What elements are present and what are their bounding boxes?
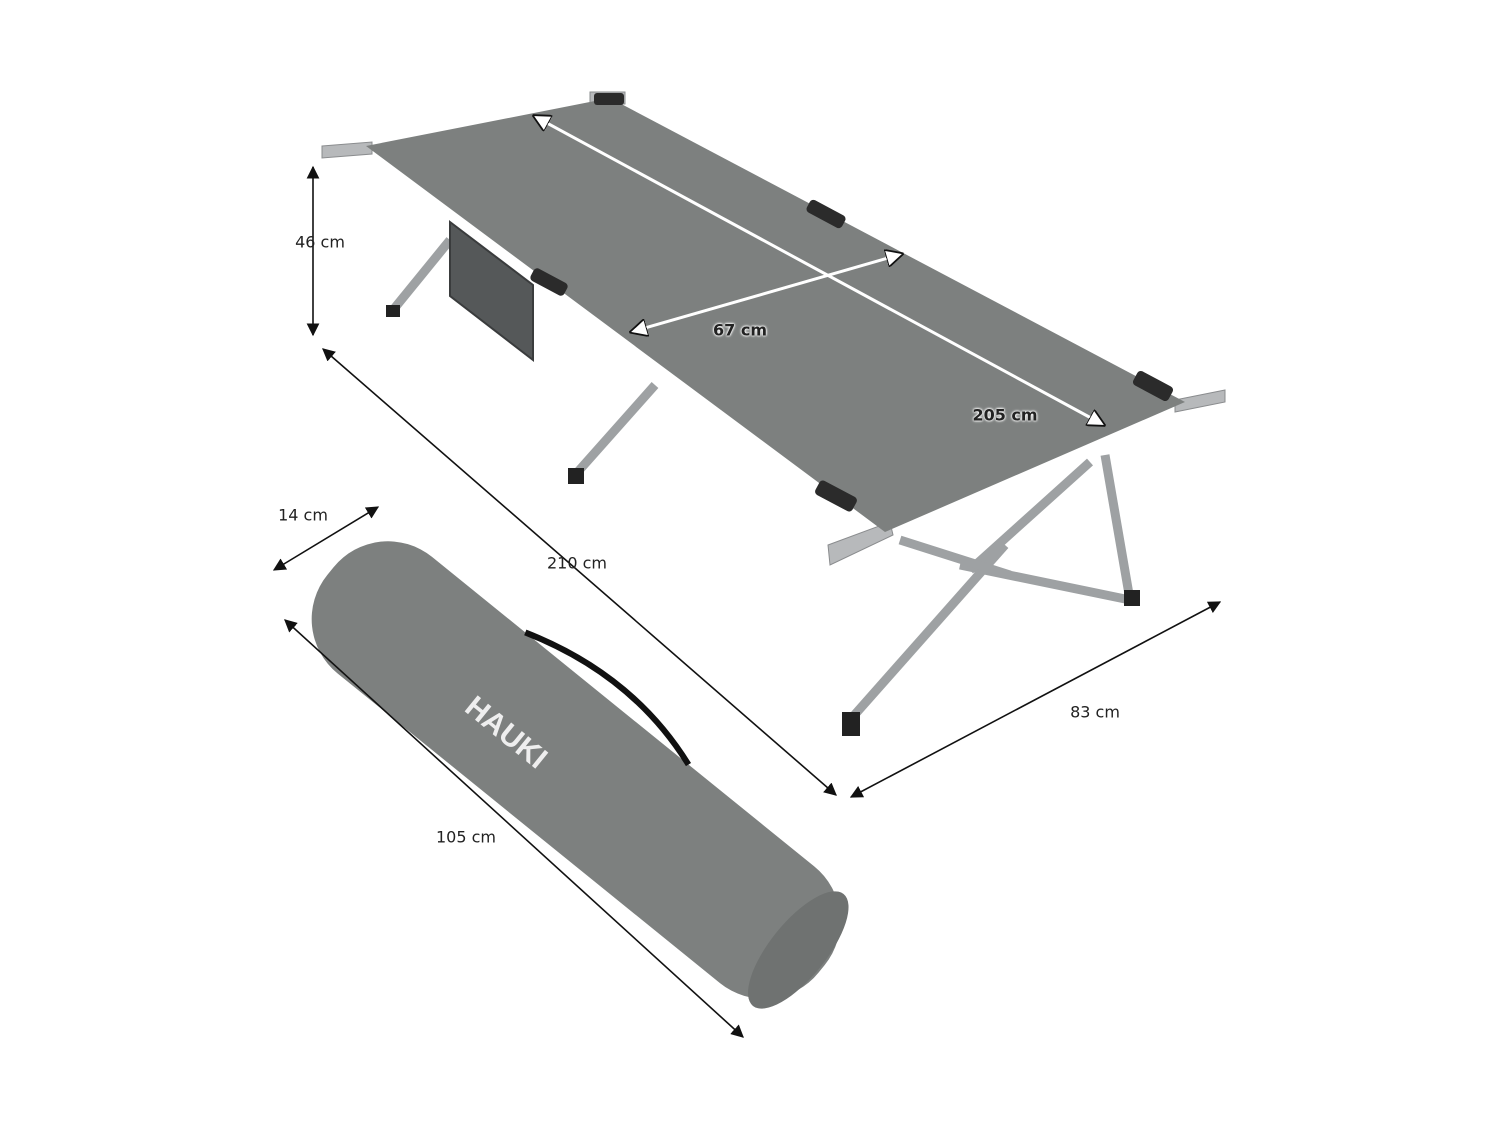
- storage-bag: [311, 541, 849, 1009]
- label-fabric-length: 205 cm: [972, 405, 1038, 425]
- label-bag-diameter: 14 cm: [278, 505, 328, 525]
- label-frame-width: 83 cm: [1070, 702, 1120, 722]
- arrow-frame-length: [322, 348, 837, 796]
- arrow-frame-width: [849, 601, 1222, 798]
- arrow-bag-length: [284, 619, 744, 1038]
- label-height: 46 cm: [295, 232, 345, 252]
- arrow-bag-diameter: [272, 506, 380, 571]
- fabric-dimension-arrows: [534, 116, 1104, 425]
- label-fabric-width: 67 cm: [713, 320, 767, 340]
- arrow-fabric-width: [631, 254, 902, 332]
- label-bag-length: 105 cm: [435, 827, 497, 847]
- label-frame-length: 210 cm: [546, 553, 608, 573]
- dimension-arrows: [272, 165, 1222, 1038]
